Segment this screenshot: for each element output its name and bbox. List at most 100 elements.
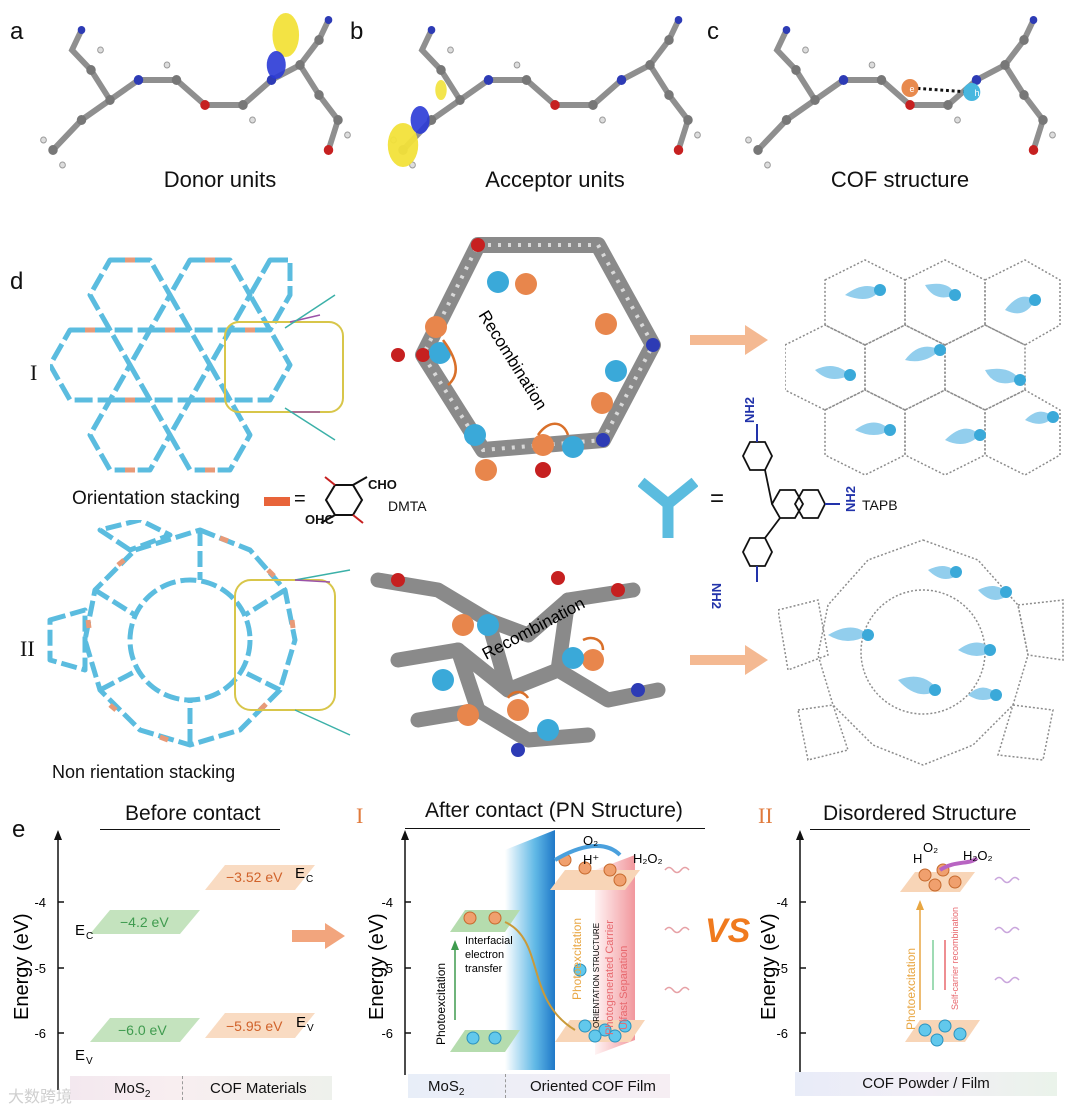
arrow-to-network-1 <box>690 325 768 355</box>
after-bar-mos2: MoS2 <box>428 1078 465 1098</box>
donor-molecule <box>41 13 351 168</box>
right-h2o2: H₂O₂ <box>963 848 993 863</box>
dmta-legend-swatch <box>264 497 290 506</box>
cof-ec-sub: C <box>306 874 313 885</box>
acceptor-orbital-blue <box>410 106 430 134</box>
after-contact-title: After contact (PN Structure) <box>425 799 683 822</box>
dmta-name: DMTA <box>388 498 427 514</box>
disordered-diagram: -4 -5 -6 Energy (eV) Photoexcitation Sel… <box>758 830 1020 1075</box>
after-bar-cof: Oriented COF Film <box>530 1078 656 1095</box>
interfacial-line2: electron <box>465 949 504 961</box>
cof-film-wall <box>595 855 635 1055</box>
donor-orbital-blue <box>266 51 286 79</box>
c-e-text: e <box>909 84 914 94</box>
mos2-ev-value: −6.0 eV <box>118 1022 167 1038</box>
before-title-rule <box>100 829 280 830</box>
before-bar-cof: COF Materials <box>210 1080 307 1097</box>
cof-ev-sub: V <box>307 1023 314 1034</box>
pore1-carriers <box>425 271 627 481</box>
hexagonal-lattice-ordered <box>50 257 344 473</box>
left-tick-4: -4 <box>34 895 46 910</box>
before-contact-title: Before contact <box>125 802 261 825</box>
mid-o2: O₂ <box>583 833 598 848</box>
right-tick-5: -5 <box>776 961 788 976</box>
cof-ec-symbol: E <box>295 865 305 882</box>
mos2-ec-sub: C <box>86 931 93 942</box>
interfacial-line3: transfer <box>465 963 503 975</box>
roman-II-label: II <box>758 803 773 828</box>
photoexcitation-vertical: Photoexcitation <box>570 918 584 1000</box>
acceptor-molecule <box>388 16 701 168</box>
before-bar-divider <box>182 1076 183 1100</box>
row-II-label: II <box>20 636 35 661</box>
roman-I-label: I <box>356 803 364 828</box>
cof-pore-disordered: Recombination <box>370 571 666 757</box>
panel-d-letter: d <box>10 268 24 295</box>
mos2-cb-plate <box>90 910 200 934</box>
photoexcitation-mid: Photoexcitation <box>434 963 448 1045</box>
orientation-structure-text: ORIENTATION STRUCTURE <box>592 923 601 1028</box>
tapb-structure-icon <box>741 424 840 582</box>
right-o2: O₂ <box>923 840 938 855</box>
dmta-equals: = <box>294 488 306 510</box>
tapb-name: TAPB <box>862 497 898 513</box>
hexagonal-lattice-disordered <box>47 520 351 748</box>
after-title-rule <box>405 828 705 829</box>
left-y-axis-label: Energy (eV) <box>11 913 33 1020</box>
interfacial-line1: Interfacial <box>465 935 513 947</box>
non-orientation-stacking-label: Non rientation stacking <box>52 762 236 782</box>
tapb-equals: = <box>710 485 725 512</box>
tapb-tripod-icon <box>638 477 698 538</box>
acceptor-caption: Acceptor units <box>485 167 625 192</box>
electron-marker <box>901 79 919 97</box>
molecule-panels-abc: e h <box>0 13 1080 200</box>
panel-b-letter: b <box>350 18 364 45</box>
self-carrier-text: Self-carrier recombination <box>950 907 960 1010</box>
mid-h2o2: H₂O₂ <box>633 851 663 866</box>
recombination-label-1: Recombination <box>475 307 551 413</box>
disordered-title-rule <box>810 829 1030 830</box>
after-material-bar <box>408 1074 670 1098</box>
orientation-stacking-label: Orientation stacking <box>72 488 240 509</box>
cof-ev-symbol: E <box>296 1014 306 1031</box>
acceptor-orbital-yellow <box>387 123 419 167</box>
after-contact-diagram: -4 -5 -6 Energy (eV) Photoexcitation Int… <box>366 830 690 1075</box>
before-after-arrow <box>292 923 345 949</box>
right-tick-6: -6 <box>776 1026 788 1041</box>
vs-badge: VS <box>705 912 751 950</box>
left-tick-5: -5 <box>34 961 46 976</box>
mos2-ec-value: −4.2 eV <box>120 914 169 930</box>
cof-structure-molecule <box>746 16 1056 168</box>
disordered-title: Disordered Structure <box>823 802 1017 825</box>
right-h: H <box>913 851 922 866</box>
mid-tick-5: -5 <box>381 961 393 976</box>
before-material-bar <box>70 1076 332 1100</box>
right-tick-4: -4 <box>776 895 788 910</box>
after-bar-divider <box>505 1074 506 1098</box>
photoexcitation-right: Photoexcitation <box>904 948 918 1030</box>
dmta-ohc: OHC <box>305 512 334 527</box>
dmta-cho: CHO <box>368 477 397 492</box>
hole-marker <box>963 83 981 101</box>
disordered-material-bar: COF Powder / Film <box>795 1072 1057 1096</box>
cof-pore-ordered: Recombination <box>391 237 661 481</box>
mid-y-axis-label: Energy (eV) <box>366 913 388 1020</box>
dmta-structure-icon <box>320 476 368 524</box>
cof-network-disordered <box>778 539 1064 766</box>
photogenerated-text: Photogenerated Carrier <box>604 920 616 1035</box>
left-tick-6: -6 <box>34 1026 46 1041</box>
pore2-carriers <box>432 614 604 741</box>
cof-vb-plate <box>205 1013 315 1038</box>
cof-network-ordered <box>785 259 1061 476</box>
panel-c-letter: c <box>707 18 719 45</box>
mid-h-plus: H⁺ <box>583 852 599 867</box>
ultrafast-text: Ulfast Separation <box>618 946 630 1030</box>
cof-ev-value: −5.95 eV <box>226 1018 283 1034</box>
mos2-ev-sub: V <box>86 1056 93 1067</box>
donor-caption: Donor units <box>163 167 277 192</box>
mid-tick-6: -6 <box>381 1026 393 1041</box>
panel-a-letter: a <box>10 18 24 45</box>
mid-tick-4: -4 <box>381 895 393 910</box>
row-I-label: I <box>30 360 38 385</box>
c-h-text: h <box>974 88 979 98</box>
